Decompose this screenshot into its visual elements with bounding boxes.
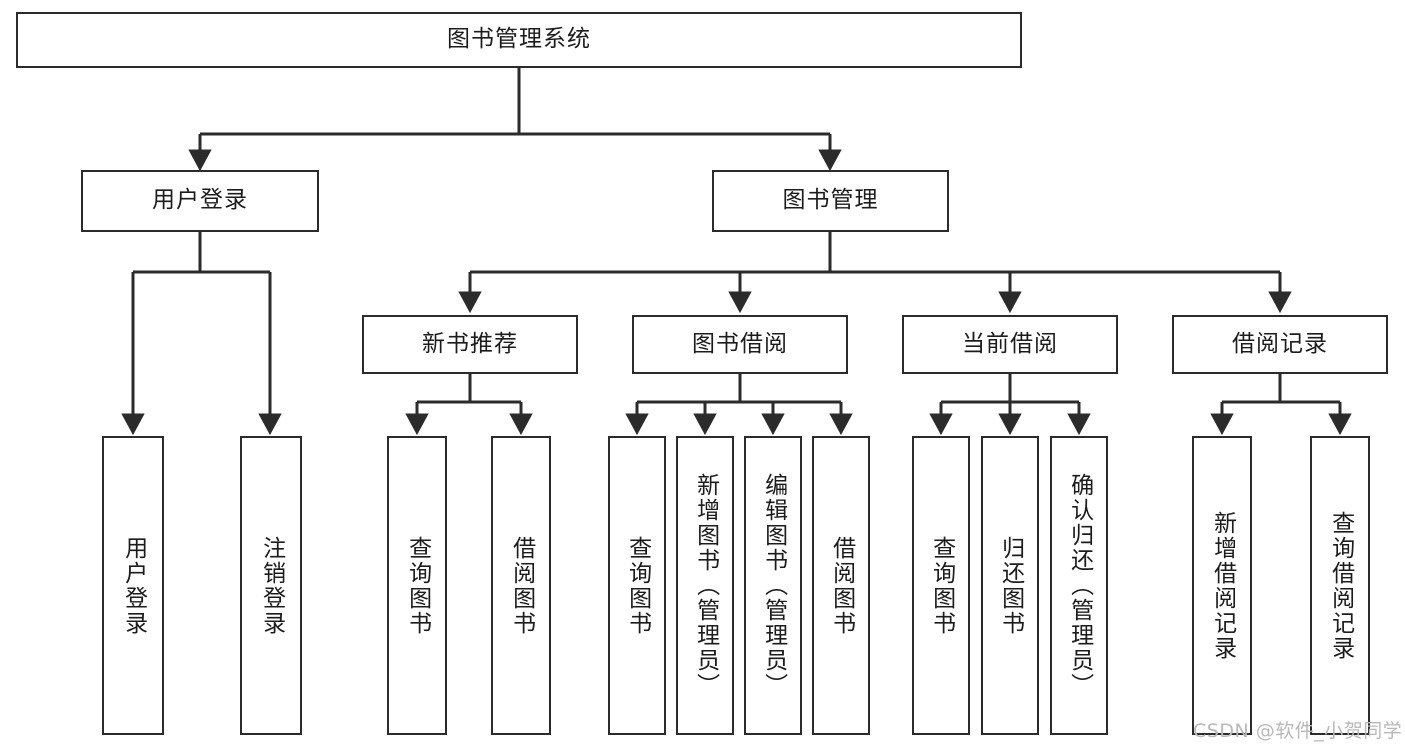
node-leaf-edit-book-label: 编辑图书（管理员） (760, 473, 787, 698)
node-book-borrow-label: 图书借阅 (692, 330, 788, 357)
node-leaf-add-record[interactable]: 新增借阅记录 (1192, 436, 1252, 735)
node-book-borrow[interactable]: 图书借阅 (632, 315, 848, 374)
node-leaf-confirm-return-label: 确认归还（管理员） (1066, 473, 1093, 698)
node-new-book-recommend[interactable]: 新书推荐 (362, 315, 578, 374)
node-leaf-add-record-label: 新增借阅记录 (1209, 510, 1236, 661)
node-leaf-add-book[interactable]: 新增图书（管理员） (676, 436, 734, 735)
node-new-book-recommend-label: 新书推荐 (422, 330, 518, 357)
node-user-login[interactable]: 用户登录 (81, 170, 319, 232)
node-root-label: 图书管理系统 (447, 26, 591, 53)
node-leaf-confirm-return[interactable]: 确认归还（管理员） (1050, 436, 1108, 735)
node-leaf-query-book-2[interactable]: 查询图书 (608, 436, 666, 735)
node-leaf-query-record-label: 查询借阅记录 (1327, 510, 1354, 661)
node-borrow-record[interactable]: 借阅记录 (1172, 315, 1388, 374)
node-leaf-borrow-book-2[interactable]: 借阅图书 (812, 436, 870, 735)
node-leaf-user-logout[interactable]: 注销登录 (240, 436, 302, 735)
node-current-borrow[interactable]: 当前借阅 (902, 315, 1118, 374)
node-user-login-label: 用户登录 (152, 187, 248, 214)
node-book-manage[interactable]: 图书管理 (712, 170, 949, 232)
node-leaf-query-book-3-label: 查询图书 (928, 535, 955, 636)
node-leaf-add-book-label: 新增图书（管理员） (692, 473, 719, 698)
node-leaf-query-book-2-label: 查询图书 (624, 535, 651, 636)
node-borrow-record-label: 借阅记录 (1232, 330, 1328, 357)
node-book-manage-label: 图书管理 (782, 187, 879, 214)
node-leaf-user-logout-label: 注销登录 (258, 535, 285, 636)
node-leaf-query-book-1[interactable]: 查询图书 (387, 436, 447, 735)
node-leaf-query-record[interactable]: 查询借阅记录 (1310, 436, 1370, 735)
csdn-watermark: CSDN @软件_小贺同学 (1193, 720, 1403, 742)
node-leaf-user-login-label: 用户登录 (120, 535, 147, 636)
node-root[interactable]: 图书管理系统 (16, 12, 1022, 68)
node-leaf-query-book-1-label: 查询图书 (404, 535, 431, 636)
node-leaf-borrow-book-1[interactable]: 借阅图书 (491, 436, 551, 735)
node-leaf-user-login[interactable]: 用户登录 (102, 436, 164, 735)
node-current-borrow-label: 当前借阅 (962, 330, 1058, 357)
node-leaf-borrow-book-1-label: 借阅图书 (508, 535, 535, 636)
node-leaf-query-book-3[interactable]: 查询图书 (912, 436, 970, 735)
node-leaf-return-book-label: 归还图书 (997, 535, 1024, 636)
node-leaf-borrow-book-2-label: 借阅图书 (828, 535, 855, 636)
node-leaf-edit-book[interactable]: 编辑图书（管理员） (744, 436, 802, 735)
node-leaf-return-book[interactable]: 归还图书 (981, 436, 1039, 735)
